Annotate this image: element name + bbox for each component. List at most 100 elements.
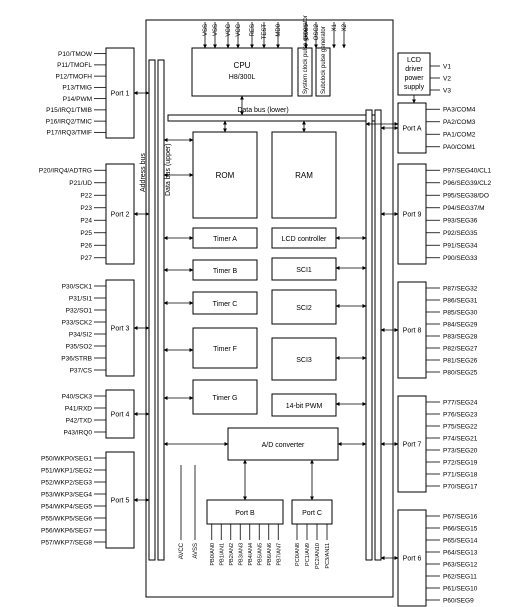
pin-label: P73/SEG20 bbox=[443, 447, 478, 454]
address-bus bbox=[148, 59, 156, 561]
pin-label: P91/SEG34 bbox=[443, 243, 478, 250]
pin-label: P37/CS bbox=[70, 367, 93, 374]
pin-label: P96/SEG39/CL2 bbox=[443, 180, 491, 187]
pin-label: P56/WKP6/SEG7 bbox=[41, 527, 92, 534]
top-pin-label: VSS bbox=[213, 24, 219, 36]
ram-label: RAM bbox=[295, 171, 313, 180]
pin-label: P71/SEG18 bbox=[443, 471, 478, 478]
lcd-power-text-4: supply bbox=[404, 84, 425, 91]
pin-label: P26 bbox=[80, 243, 92, 250]
pin-label: PB0/AN0 bbox=[210, 543, 216, 566]
pin-label: PB4/AN4 bbox=[248, 543, 254, 566]
pin-label: P64/SEG13 bbox=[443, 549, 478, 556]
osc-pin-label: OSC1 bbox=[304, 23, 310, 40]
port-box bbox=[105, 451, 135, 549]
rom-label: ROM bbox=[216, 171, 235, 180]
pin-label: P17/IRQ3/TMIF bbox=[46, 130, 92, 137]
pin-label: PB3/AN3 bbox=[238, 543, 244, 566]
pin-label: P76/SEG23 bbox=[443, 411, 478, 418]
port-box bbox=[105, 163, 135, 265]
adc-label: A/D converter bbox=[262, 442, 305, 449]
lcd-controller-label: LCD controller bbox=[282, 236, 327, 243]
port-box bbox=[105, 279, 135, 377]
right-bus-b bbox=[374, 109, 382, 561]
pin-label: P25 bbox=[80, 230, 92, 237]
pin-label: P27 bbox=[80, 255, 92, 262]
pin-label: P84/SEG29 bbox=[443, 321, 478, 328]
pin-label: P93/SEG36 bbox=[443, 218, 478, 225]
right-ports: Port APA3/COM4PA2/COM3PA1/COM2PA0/COM1Po… bbox=[380, 102, 491, 607]
data-bus-lower-label: Data bus (lower) bbox=[237, 107, 288, 114]
pin-label: P85/SEG30 bbox=[443, 309, 478, 316]
pin-label: PC3/AN11 bbox=[325, 543, 331, 569]
pin-label: PC0/AN8 bbox=[295, 543, 301, 566]
port-label: Port 1 bbox=[111, 91, 130, 98]
pin-label: P35/SO2 bbox=[66, 343, 93, 350]
pin-label: P75/SEG22 bbox=[443, 423, 478, 430]
pin-label: P14/PWM bbox=[63, 96, 92, 103]
pin-label: P94/SEG37/M bbox=[443, 205, 485, 212]
pin-label: P24 bbox=[80, 218, 92, 225]
port-box bbox=[105, 47, 135, 139]
v-pin-label: V3 bbox=[443, 88, 451, 95]
pin-label: P57/WKP7/SEG8 bbox=[41, 539, 92, 546]
pin-label: P72/SEG19 bbox=[443, 459, 478, 466]
bus-links bbox=[163, 95, 416, 446]
x-pin-label: X2 bbox=[342, 23, 348, 31]
pin-label: P82/SEG27 bbox=[443, 345, 478, 352]
address-bus-label: Address bus bbox=[140, 153, 147, 192]
subclock-block bbox=[315, 47, 331, 97]
port-box bbox=[397, 395, 427, 493]
left-ports: Port 1P10/TMOWP11/TMOFLP12/TMOFHP13/TMIG… bbox=[39, 47, 150, 549]
pin-label: P53/WKP3/SEG4 bbox=[41, 491, 92, 498]
sci2-label: SCI2 bbox=[296, 305, 312, 312]
timer-f-block bbox=[192, 327, 258, 369]
pin-label: P41/RXD bbox=[65, 405, 92, 412]
pin-label: P16/IRQ2/TMIC bbox=[46, 118, 93, 125]
data-bus-upper-label: Data bus (upper) bbox=[165, 143, 172, 196]
pin-label: P70/SEG17 bbox=[443, 483, 478, 490]
pin-label: PA1/COM2 bbox=[443, 132, 476, 139]
pin-label: PC2/AN10 bbox=[315, 543, 321, 569]
port-label: Port 3 bbox=[111, 326, 130, 333]
pin-label: P90/SEG33 bbox=[443, 255, 478, 262]
pin-label: P51/WKP1/SEG2 bbox=[41, 467, 92, 474]
pin-label: P40/SCK3 bbox=[62, 393, 93, 400]
lcd-power-supply-block bbox=[397, 52, 431, 96]
port-label: Port 8 bbox=[403, 328, 422, 335]
lcd-power-text-2: driver bbox=[405, 66, 423, 73]
pin-label: P52/WKP2/SEG3 bbox=[41, 479, 92, 486]
port-box bbox=[105, 389, 135, 439]
port-label: Port 7 bbox=[403, 442, 422, 449]
pin-label: P86/SEG31 bbox=[443, 297, 478, 304]
pin-label: P60/SEG9 bbox=[443, 597, 474, 604]
pin-label: P83/SEG28 bbox=[443, 333, 478, 340]
port-label: Port A bbox=[402, 126, 421, 133]
pin-label: PA0/COM1 bbox=[443, 144, 476, 151]
cpu-block bbox=[191, 47, 293, 97]
system-clock-label: System clock pulse generator bbox=[303, 15, 309, 94]
pin-label: P15/IRQ1/TMIB bbox=[46, 107, 92, 114]
timer-b-label: Timer B bbox=[213, 268, 238, 275]
port-label: Port 2 bbox=[111, 212, 130, 219]
data-bus-lower bbox=[167, 114, 381, 122]
port-label: Port B bbox=[235, 510, 255, 517]
analog-pin-label: AVCC bbox=[179, 542, 185, 559]
pin-label: P10/TMOW bbox=[58, 51, 93, 58]
pin-label: P23 bbox=[80, 205, 92, 212]
top-pin-label: VCC bbox=[236, 23, 242, 36]
timer-g-label: Timer G bbox=[212, 395, 237, 402]
pin-label: P92/SEG35 bbox=[443, 230, 478, 237]
pwm-label: 14-bit PWM bbox=[286, 403, 323, 410]
pin-label: PB1/AN1 bbox=[219, 543, 225, 566]
pin-label: PA3/COM4 bbox=[443, 107, 476, 114]
v-pin-label: V1 bbox=[443, 64, 451, 71]
port-box bbox=[397, 102, 427, 154]
pin-label: P22 bbox=[80, 193, 92, 200]
cpu-model: H8/300L bbox=[229, 74, 256, 81]
sci1-label: SCI1 bbox=[296, 267, 312, 274]
pin-label: P31/SI1 bbox=[69, 295, 93, 302]
pin-label: P74/SEG21 bbox=[443, 435, 478, 442]
